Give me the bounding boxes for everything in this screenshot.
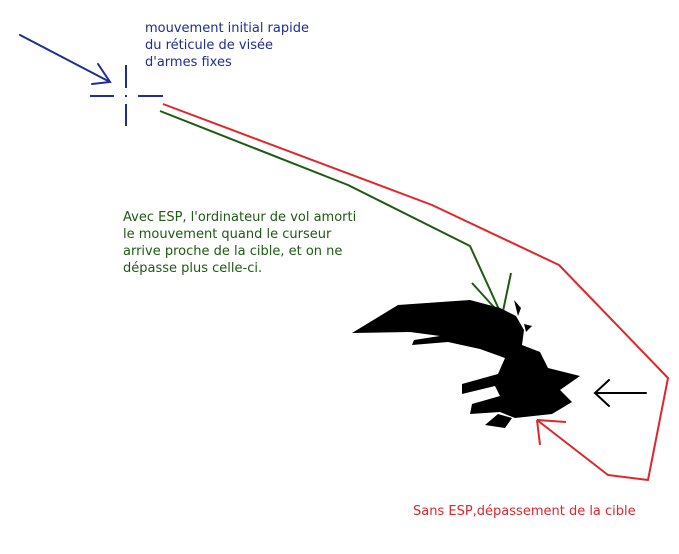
- aircraft-target-silhouette: [352, 300, 580, 428]
- esp-damping-label: Avec ESP, l'ordinateur de vol amorti le …: [123, 210, 357, 276]
- initial-movement-arrow: [19, 34, 112, 85]
- initial-movement-label: mouvement initial rapide du réticule de …: [145, 21, 309, 70]
- crosshair-reticle-icon: [90, 65, 163, 126]
- overshoot-label: Sans ESP,dépassement de la cible: [413, 504, 636, 519]
- overshoot-path: [162, 103, 669, 481]
- target-pointer-arrow: [593, 379, 647, 407]
